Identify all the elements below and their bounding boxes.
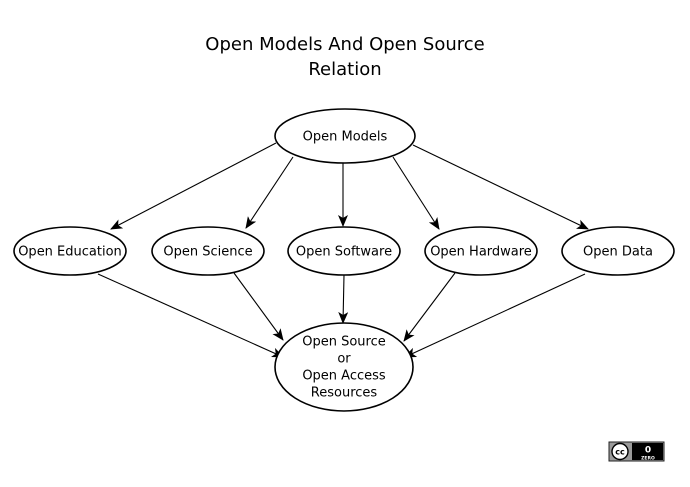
node-open-software: Open Software — [287, 226, 401, 276]
diagram-title-line-1: Open Models And Open Source — [205, 34, 484, 55]
node-open-data: Open Data — [561, 226, 675, 276]
edge-education-to-resources — [97, 273, 284, 358]
node-open-hardware-label: Open Hardware — [430, 245, 532, 260]
node-open-data-label: Open Data — [583, 245, 653, 260]
edge-software-to-resources — [338, 274, 349, 324]
edges-from-open-models — [110, 142, 589, 230]
edge-models-to-education — [110, 142, 277, 230]
node-open-models-label: Open Models — [303, 130, 388, 145]
node-open-models-shape — [274, 108, 416, 164]
node-open-hardware-shape — [424, 226, 538, 276]
diagram-title-line-2: Relation — [308, 59, 381, 80]
edge-hardware-to-resources — [403, 272, 456, 342]
node-open-software-label: Open Software — [296, 245, 392, 260]
node-open-resources: Open Source or Open Access Resources — [274, 322, 414, 412]
node-open-education-label: Open Education — [18, 245, 122, 260]
node-open-education-shape — [13, 226, 127, 276]
node-open-hardware: Open Hardware — [424, 226, 538, 276]
node-open-science: Open Science — [151, 226, 265, 276]
edge-models-to-hardware — [392, 156, 440, 230]
cc-zero-badge-dark-panel — [632, 443, 663, 460]
node-open-resources-line-3: Open Access — [302, 369, 386, 384]
cc-zero-digit: 0 — [645, 446, 651, 456]
cc-badge-text: cc — [615, 448, 625, 457]
edge-science-to-resources — [233, 272, 284, 341]
node-open-resources-line-2: or — [337, 352, 351, 367]
node-open-data-shape — [561, 226, 675, 276]
node-open-resources-shape — [274, 322, 414, 412]
node-open-science-label: Open Science — [163, 245, 252, 260]
edges-into-resources — [97, 272, 586, 358]
cc-circle-icon — [611, 442, 629, 461]
node-open-education: Open Education — [13, 226, 127, 276]
node-open-software-shape — [287, 226, 401, 276]
edge-models-to-data — [412, 144, 589, 230]
node-open-resources-line-4: Resources — [311, 386, 378, 401]
node-open-models: Open Models — [274, 108, 416, 164]
cc-zero-license-icon: cc 0 ZERO — [608, 441, 665, 462]
node-open-resources-line-1: Open Source — [302, 335, 386, 350]
node-open-science-shape — [151, 226, 265, 276]
edge-models-to-science — [245, 156, 294, 229]
edge-data-to-resources — [404, 273, 586, 358]
cc-zero-text: ZERO — [641, 456, 655, 462]
